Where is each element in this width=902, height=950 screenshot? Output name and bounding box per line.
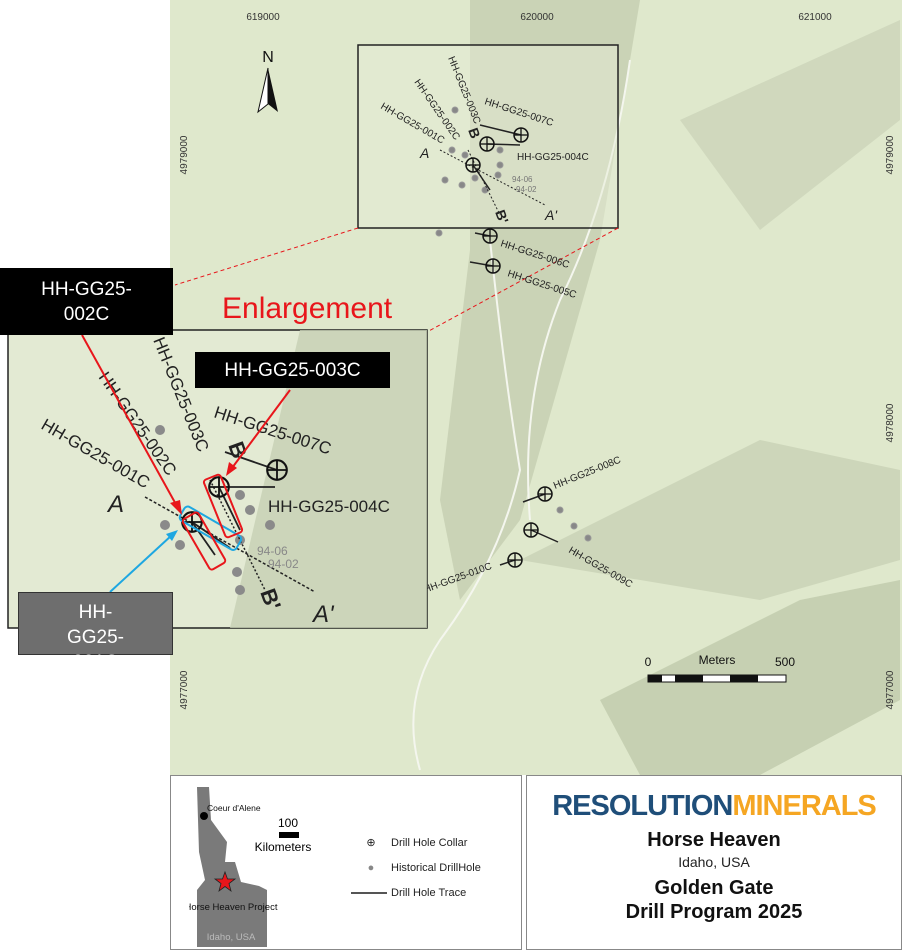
label-94-06: 94-06: [257, 544, 288, 558]
svg-text:N: N: [262, 49, 274, 66]
label-004c: HH-GG25-004C: [268, 497, 390, 516]
drill-collar-icon[interactable]: [513, 127, 529, 143]
drill-collar-icon[interactable]: [465, 157, 481, 173]
callout-002c: HH-GG25-002C: [0, 268, 173, 335]
legend-panel: Coeur d'Alene Horse Heaven Project Idaho…: [170, 775, 522, 950]
locator-scale-value: 100: [277, 816, 299, 830]
easting-tick: 620000: [520, 12, 554, 23]
drill-collar-icon[interactable]: [266, 459, 288, 481]
easting-tick: 621000: [798, 12, 832, 23]
callout-003c: HH-GG25-003C: [195, 352, 390, 388]
collar-icon: ⊕: [366, 837, 376, 849]
callout-arrows: [81, 334, 291, 593]
label-94-02: 94-02: [516, 185, 537, 194]
project-label: Horse Heaven Project: [189, 902, 278, 913]
locator-scale: 100 Kilometers: [243, 816, 323, 854]
company-logo: RESOLUTIONMINERALS: [552, 790, 877, 822]
easting-tick: 619000: [246, 12, 280, 23]
drill-collar-icon[interactable]: [482, 228, 498, 244]
highlight-002c: [181, 511, 227, 571]
north-arrow-icon: N: [257, 49, 278, 114]
drill-collar-icon[interactable]: [479, 136, 495, 152]
callout-001c: HH-GG25-001C: [18, 592, 173, 673]
prospect-title: Golden Gate: [654, 877, 774, 899]
svg-text:0: 0: [645, 655, 652, 669]
easting-ticks: 619000 620000 621000: [246, 12, 832, 23]
drill-collar-icon[interactable]: [537, 486, 553, 502]
leader-dashed: [174, 227, 359, 286]
section-label-a: A: [419, 145, 429, 161]
northing-tick: 4977000: [179, 670, 190, 709]
northing-tick: 4979000: [179, 135, 190, 174]
road: [412, 239, 522, 771]
enlargement-title: Enlargement: [222, 292, 393, 325]
drill-collar-icon[interactable]: [485, 258, 501, 274]
section-label-a: A: [106, 491, 124, 518]
northing-tick: 4979000: [885, 135, 896, 174]
svg-text:Meters: Meters: [699, 653, 736, 667]
city-label: Coeur d'Alene: [207, 803, 261, 813]
label-94-06: 94-06: [512, 175, 533, 184]
terrain-shading: [230, 330, 427, 628]
program-title: Drill Program 2025: [625, 901, 803, 923]
section-label-b-prime: B': [492, 208, 512, 226]
svg-text:500: 500: [775, 655, 795, 669]
legend-items: ⊕Drill Hole Collar ●Historical DrillHole…: [351, 831, 481, 906]
northing-ticks: 4979000 4978000 4977000 4979000 4977000: [179, 135, 896, 709]
drill-collar-icon[interactable]: [523, 522, 539, 538]
northing-tick: 4978000: [885, 403, 896, 442]
label-94-02: 94-02: [268, 557, 299, 571]
historical-drillholes: [435, 106, 592, 542]
project-star-icon: [213, 870, 237, 893]
project-location: Idaho, USA: [678, 854, 750, 870]
trace-line-icon: [351, 892, 387, 895]
section-label-a-prime: A': [544, 207, 558, 223]
leader-dashed: [426, 227, 619, 333]
terrain-shading: [520, 440, 900, 600]
project-title: Horse Heaven: [647, 829, 781, 851]
idaho-locator-map: Coeur d'Alene Horse Heaven Project Idaho…: [189, 787, 278, 947]
enlarged-section-a: [144, 496, 316, 593]
legend-item-historical: ●Historical DrillHole: [351, 856, 481, 881]
northing-tick: 4977000: [885, 670, 896, 709]
section-label-a-prime: A': [311, 601, 335, 628]
historical-dot-icon: ●: [367, 862, 375, 874]
highlight-003c: [202, 473, 244, 539]
locator-scale-unit: Kilometers: [254, 840, 312, 854]
state-label: Idaho, USA: [207, 932, 256, 943]
terrain-shading: [680, 20, 900, 230]
drill-collar-icon[interactable]: [507, 552, 523, 568]
legend-item-trace: Drill Hole Trace: [351, 881, 481, 906]
label-004c: HH-GG25-004C: [517, 152, 589, 163]
legend-item-collar: ⊕Drill Hole Collar: [351, 831, 481, 856]
title-block: RESOLUTIONMINERALS Horse Heaven Idaho, U…: [526, 775, 902, 950]
scale-bar: 0 Meters 500: [645, 653, 795, 683]
highlight-001c: [178, 505, 243, 551]
